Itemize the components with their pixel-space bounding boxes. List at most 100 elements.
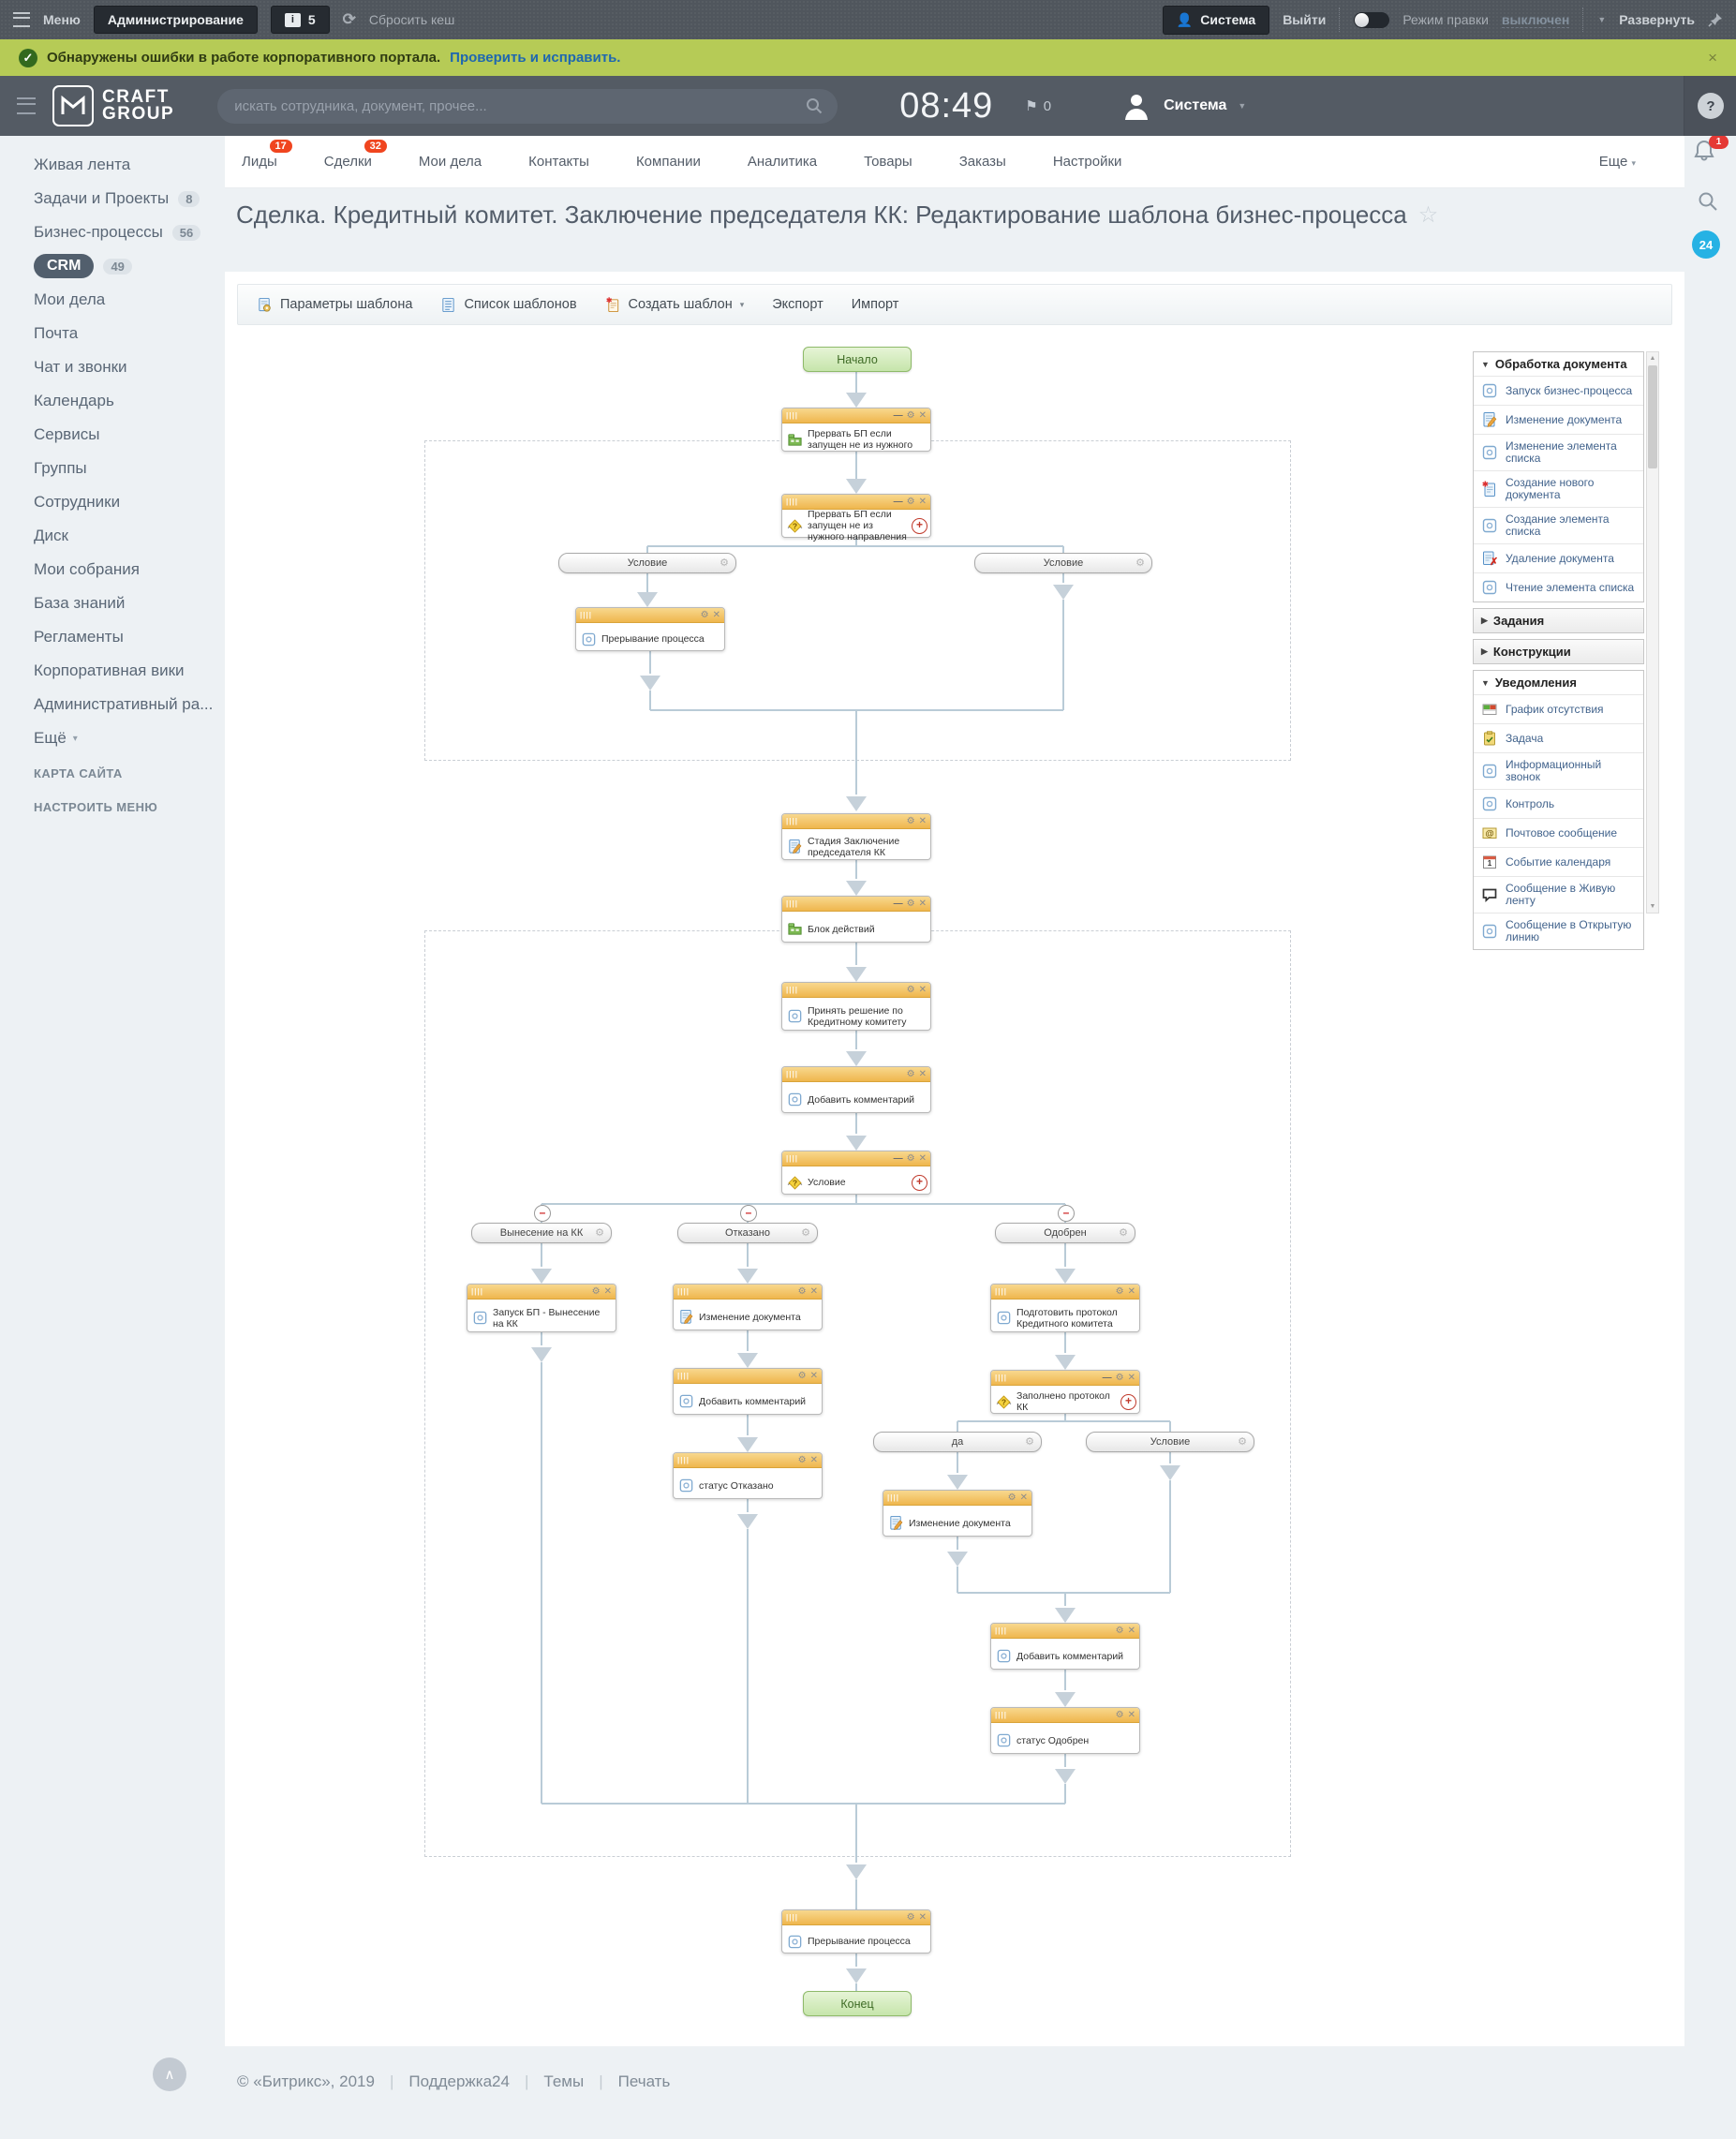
toolbar-button-5[interactable]: Импорт — [852, 297, 899, 312]
gear-icon[interactable]: ⚙ — [906, 898, 915, 909]
branch-header-6[interactable]: да⚙ — [873, 1432, 1042, 1452]
activity-node-16[interactable]: ||||⚙✕Добавить комментарий — [990, 1623, 1140, 1670]
alert-fix-link[interactable]: Проверить и исправить. — [450, 50, 621, 66]
drag-grip-icon[interactable]: |||| — [995, 1374, 1007, 1382]
branch-header-1[interactable]: Условие⚙ — [558, 553, 736, 573]
palette-item[interactable]: Изменение элемента списка — [1474, 434, 1643, 470]
node-titlebar[interactable]: |||| ⚙✕ — [782, 1910, 930, 1925]
gear-icon[interactable]: ⚙ — [591, 1285, 601, 1297]
close-icon[interactable]: ✕ — [918, 496, 927, 507]
node-titlebar[interactable]: ||||⚙✕ — [467, 1285, 616, 1300]
administration-button[interactable]: Администрирование — [93, 6, 258, 34]
activity-node-4[interactable]: ||||⚙✕Стадия Заключение председателя КК — [781, 813, 931, 860]
drag-grip-icon[interactable]: |||| — [677, 1372, 690, 1380]
toolbar-button-4[interactable]: Экспорт — [772, 297, 823, 312]
palette-item[interactable]: Чтение элемента списка — [1474, 572, 1643, 602]
activity-node-8[interactable]: ||||—⚙✕?Условие+ — [781, 1151, 931, 1195]
close-icon[interactable]: ✕ — [918, 984, 927, 995]
activity-node-17[interactable]: ||||⚙✕статус Одобрен — [990, 1707, 1140, 1754]
palette-item[interactable]: Создание элемента списка — [1474, 507, 1643, 543]
minimize-icon[interactable]: — — [1102, 1372, 1112, 1383]
drag-grip-icon[interactable]: |||| — [995, 1287, 1007, 1296]
close-icon[interactable]: ✕ — [918, 815, 927, 826]
scroll-to-top-button[interactable]: ∧ — [153, 2057, 186, 2091]
gear-icon[interactable]: ⚙ — [906, 1911, 915, 1923]
palette-section-header[interactable]: ▶Задания — [1474, 609, 1643, 632]
gear-icon[interactable]: ⚙ — [1238, 1436, 1247, 1448]
node-titlebar[interactable]: ||||⚙✕ — [991, 1624, 1139, 1639]
start-node[interactable]: Начало — [803, 347, 912, 372]
sidebar-item-13[interactable]: Мои собрания — [0, 553, 225, 587]
node-titlebar[interactable]: ||||⚙✕ — [883, 1491, 1031, 1506]
gear-icon[interactable]: ⚙ — [720, 557, 729, 569]
activity-node-14[interactable]: ||||—⚙✕?Заполнено протокол КК+ — [990, 1370, 1140, 1414]
palette-section-header[interactable]: ▼Обработка документа — [1474, 352, 1643, 376]
node-titlebar[interactable]: ||||⚙✕ — [674, 1285, 822, 1300]
collapse-branch-button[interactable]: – — [740, 1205, 757, 1222]
activity-node-10[interactable]: ||||⚙✕Изменение документа — [673, 1284, 823, 1330]
node-titlebar[interactable]: ||||⚙✕ — [782, 814, 930, 829]
gear-icon[interactable]: ⚙ — [906, 1068, 915, 1079]
node-titlebar[interactable]: ||||—⚙✕ — [782, 408, 930, 423]
global-search[interactable] — [217, 88, 838, 124]
footer-link-print[interactable]: Печать — [617, 2072, 671, 2090]
pin-icon[interactable] — [1708, 12, 1723, 27]
gear-icon[interactable]: ⚙ — [700, 609, 709, 620]
minimize-icon[interactable]: — — [893, 1152, 903, 1164]
node-titlebar[interactable]: ||||⚙✕ — [782, 1067, 930, 1082]
sitemap-link[interactable]: КАРТА САЙТА — [34, 766, 123, 780]
nav-tab-6[interactable]: Аналитика — [747, 154, 818, 170]
palette-section-header[interactable]: ▼Уведомления — [1474, 671, 1643, 694]
nav-tab-5[interactable]: Компании — [635, 154, 701, 170]
activity-node-1[interactable]: ||||—⚙✕Прервать БП если запущен не из ну… — [781, 408, 931, 452]
rail-search-icon[interactable] — [1698, 191, 1718, 212]
palette-item[interactable]: График отсутствия — [1474, 694, 1643, 723]
palette-item[interactable]: Контроль — [1474, 789, 1643, 818]
nav-tab-7[interactable]: Товары — [864, 154, 913, 170]
configure-menu-link[interactable]: НАСТРОИТЬ МЕНЮ — [34, 800, 158, 814]
sidebar-item-7[interactable]: Чат и звонки — [0, 350, 225, 384]
toolbar-button-2[interactable]: Список шаблонов — [440, 297, 577, 313]
gear-icon[interactable]: ⚙ — [906, 496, 915, 507]
drag-grip-icon[interactable]: |||| — [786, 817, 798, 825]
close-icon[interactable]: ✕ — [1127, 1709, 1135, 1720]
close-icon[interactable]: ✕ — [918, 1911, 927, 1923]
close-icon[interactable]: ✕ — [1019, 1492, 1028, 1503]
drag-grip-icon[interactable]: |||| — [677, 1287, 690, 1296]
close-icon[interactable]: ✕ — [1127, 1372, 1135, 1383]
edit-mode-toggle[interactable] — [1354, 11, 1390, 28]
minimize-icon[interactable]: — — [893, 409, 903, 421]
palette-item[interactable]: Информационный звонок — [1474, 752, 1643, 789]
footer-link-themes[interactable]: Темы — [543, 2072, 585, 2090]
drag-grip-icon[interactable]: |||| — [786, 1913, 798, 1922]
toolbar-button-3[interactable]: ✱Создать шаблон▾ — [605, 297, 744, 313]
scroll-thumb[interactable] — [1648, 365, 1657, 468]
activity-node-15[interactable]: ||||⚙✕Изменение документа — [883, 1490, 1032, 1537]
gear-icon[interactable]: ⚙ — [906, 409, 915, 421]
gear-icon[interactable]: ⚙ — [1007, 1492, 1016, 1503]
sidebar-item-1[interactable]: Живая лента — [0, 148, 225, 182]
close-icon[interactable]: ✕ — [809, 1454, 818, 1465]
activity-node-13[interactable]: ||||⚙✕Подготовить протокол Кредитного ко… — [990, 1284, 1140, 1332]
close-icon[interactable]: ✕ — [918, 1152, 927, 1164]
nav-more[interactable]: Еще ▾ — [1598, 154, 1636, 170]
drag-grip-icon[interactable]: |||| — [786, 411, 798, 420]
palette-section-header[interactable]: ▶Конструкции — [1474, 640, 1643, 663]
palette-item[interactable]: Задача — [1474, 723, 1643, 752]
close-icon[interactable]: × — [1708, 48, 1717, 67]
gear-icon[interactable]: ⚙ — [797, 1370, 807, 1381]
sidebar-item-18[interactable]: Ещё▾ — [0, 721, 225, 755]
drag-grip-icon[interactable]: |||| — [995, 1711, 1007, 1719]
menu-icon[interactable] — [13, 12, 30, 27]
edit-mode-state[interactable]: выключен — [1501, 11, 1570, 28]
node-titlebar[interactable]: ||||⚙✕ — [674, 1453, 822, 1468]
gear-icon[interactable]: ⚙ — [1115, 1372, 1124, 1383]
palette-item[interactable]: Изменение документа — [1474, 405, 1643, 434]
nav-tab-4[interactable]: Контакты — [528, 154, 589, 170]
nav-tab-3[interactable]: Мои дела — [418, 154, 482, 170]
palette-scrollbar[interactable]: ▲ ▼ — [1646, 351, 1659, 914]
add-branch-button[interactable]: + — [1120, 1394, 1136, 1410]
